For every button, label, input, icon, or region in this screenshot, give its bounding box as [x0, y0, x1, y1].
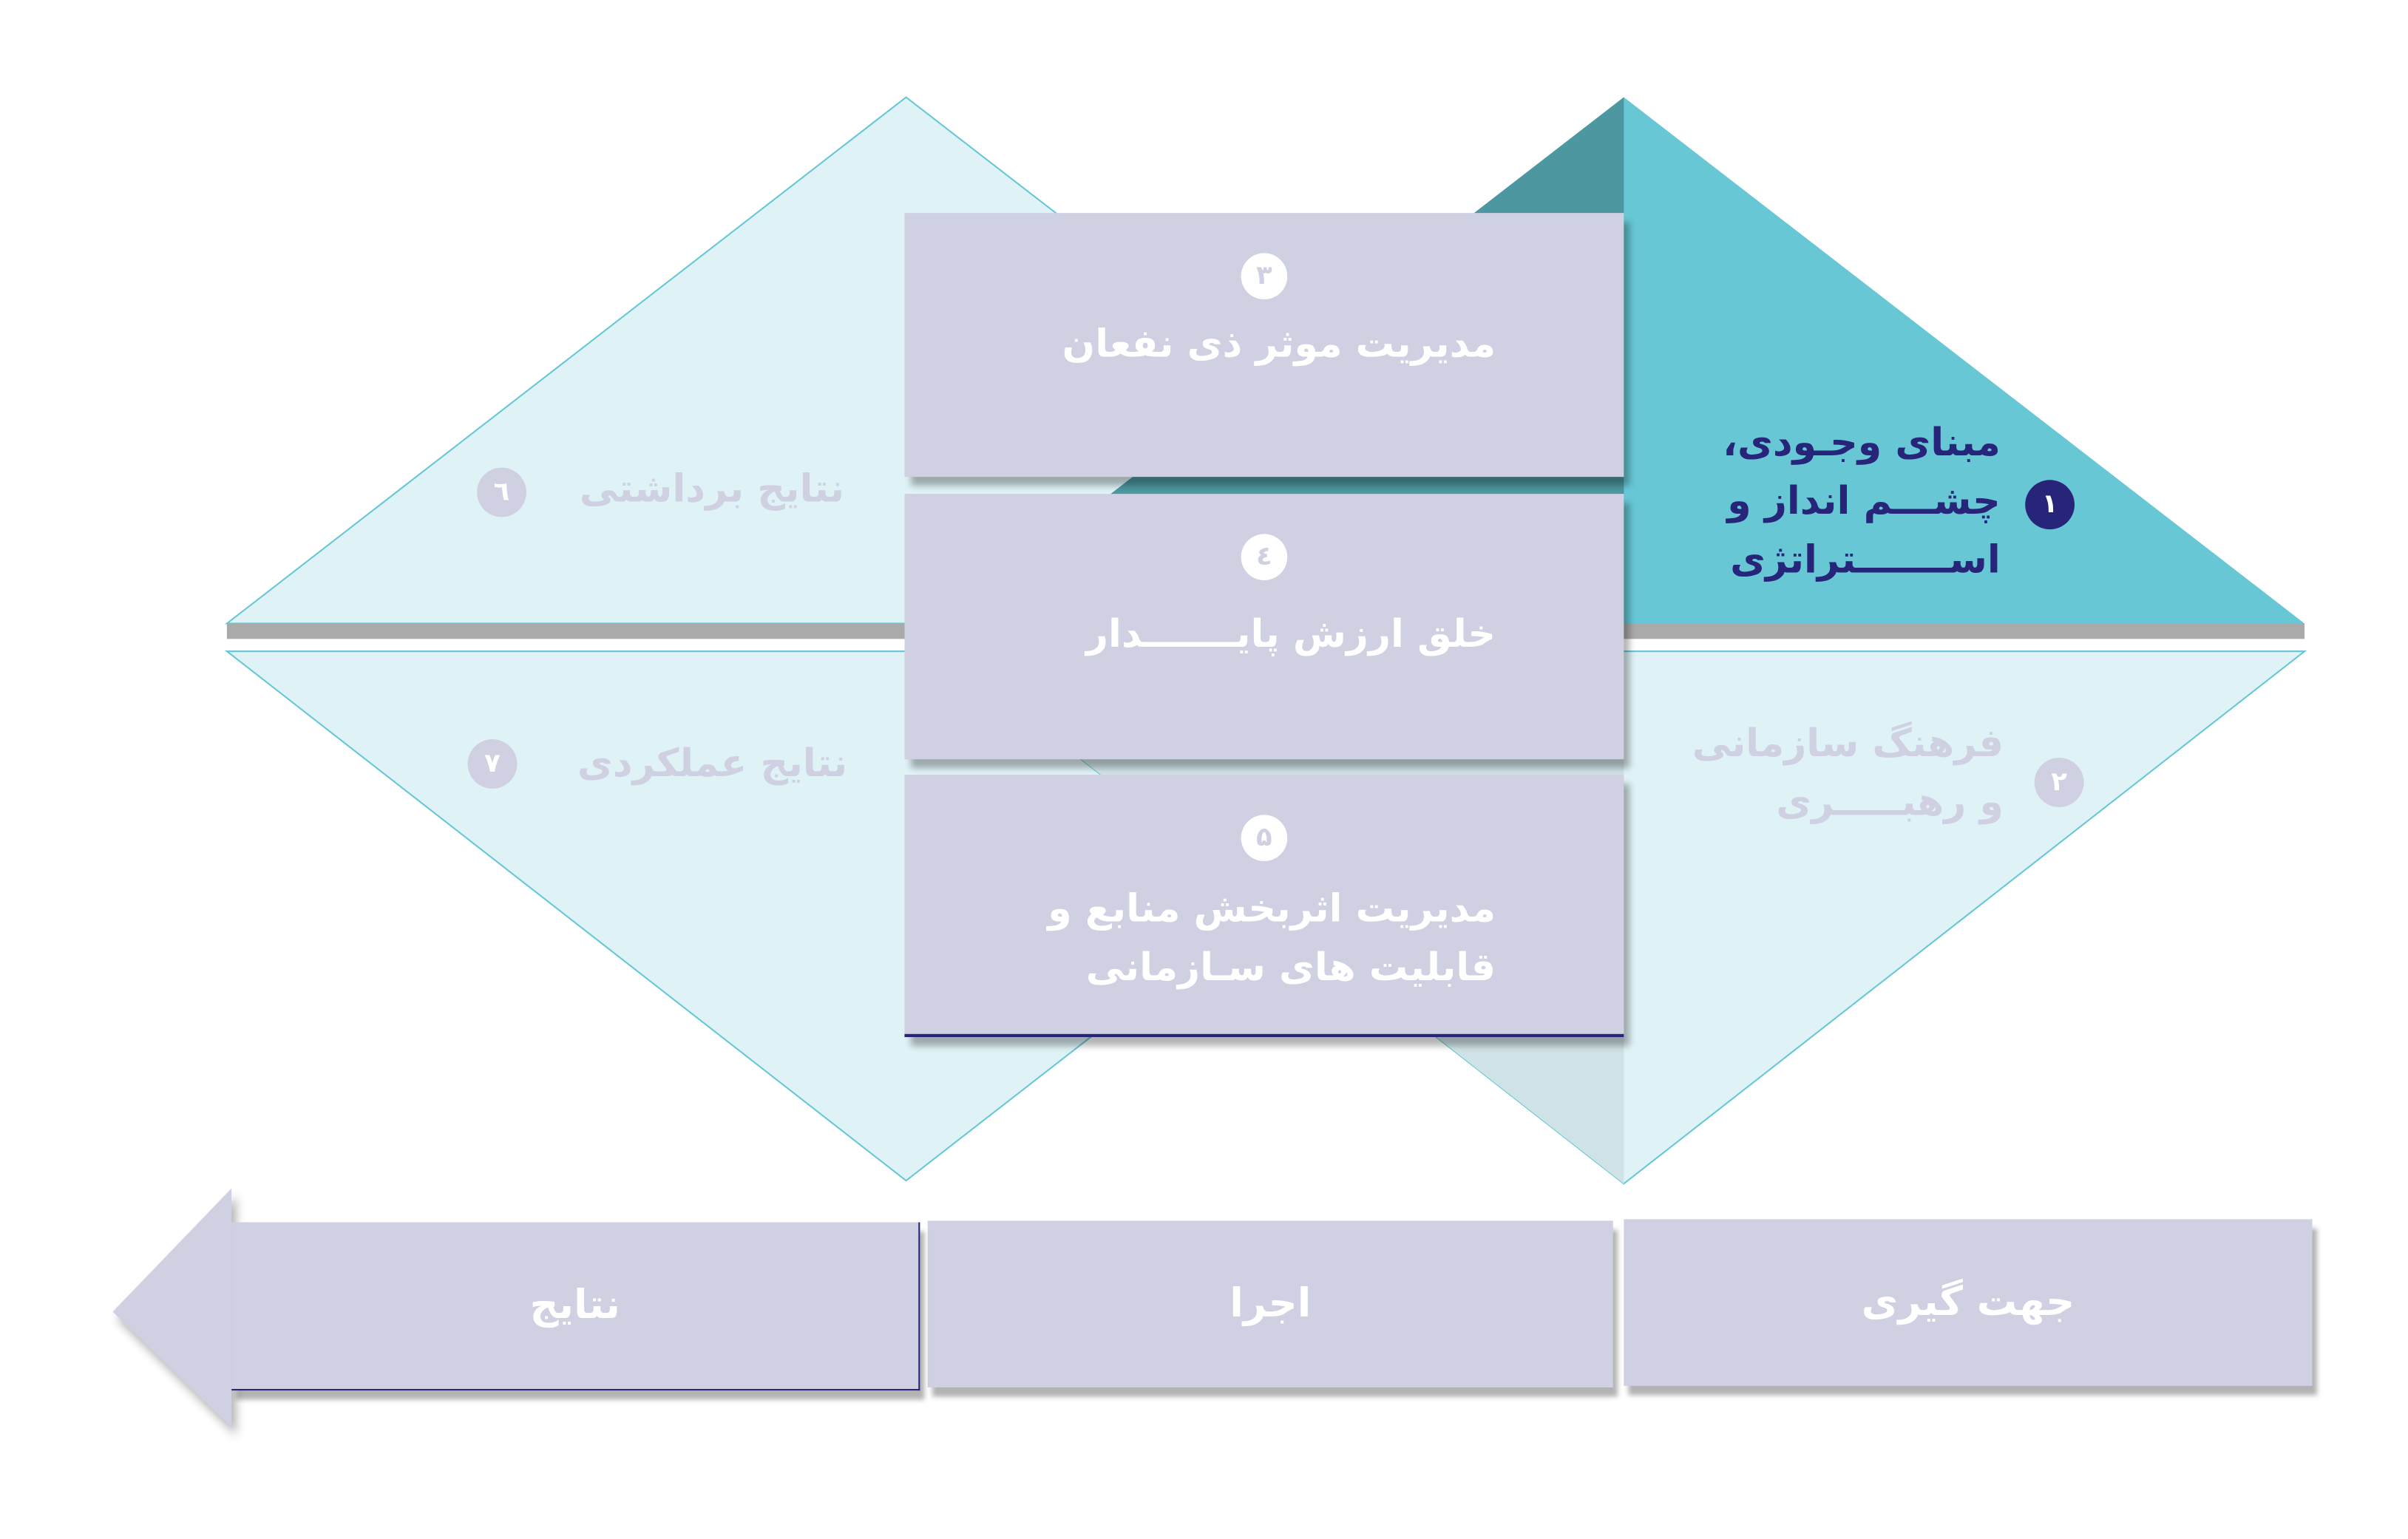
number-badge: ٤: [1241, 534, 1288, 581]
step-execution: اجرا: [927, 1220, 1613, 1387]
box-label: مدیریت اثربخش منابع و قابلیت های سـازمان…: [1048, 886, 1496, 990]
center-box-stakeholders: ۳ مدیریت موثر ذی نفعان: [904, 213, 1624, 478]
label-perception-results: نتایج برداشتی: [579, 466, 845, 512]
box-label: خلق ارزش پایـــــــدار: [1085, 611, 1496, 656]
number-badge: ۳: [1241, 253, 1288, 300]
label-performance-results: نتایج عملکردی: [577, 741, 848, 786]
step-orientation: جهت گیری: [1624, 1219, 2313, 1386]
number-badge-2: ۲: [2034, 758, 2084, 807]
center-box-resources: ۵ مدیریت اثربخش منابع و قابلیت های سـازم…: [904, 775, 1624, 1038]
number-badge: ۵: [1241, 815, 1288, 861]
number-badge-1: ۱: [2025, 480, 2075, 530]
number-badge-7: ۷: [467, 739, 518, 789]
label-strategy: مبنای وجـودی، چشـــم انداز و اســـــــتر…: [1723, 419, 2001, 582]
arrow-head-results: [112, 1188, 232, 1428]
center-box-value-creation: ٤ خلق ارزش پایـــــــدار: [904, 494, 1624, 760]
step-results: نتایج: [231, 1222, 920, 1391]
label-culture-leadership: فرهنگ سازمانی و رهبـــــری: [1692, 721, 2004, 824]
number-badge-6: ٦: [477, 467, 526, 517]
box-label: مدیریت موثر ذی نفعان: [1062, 321, 1496, 366]
